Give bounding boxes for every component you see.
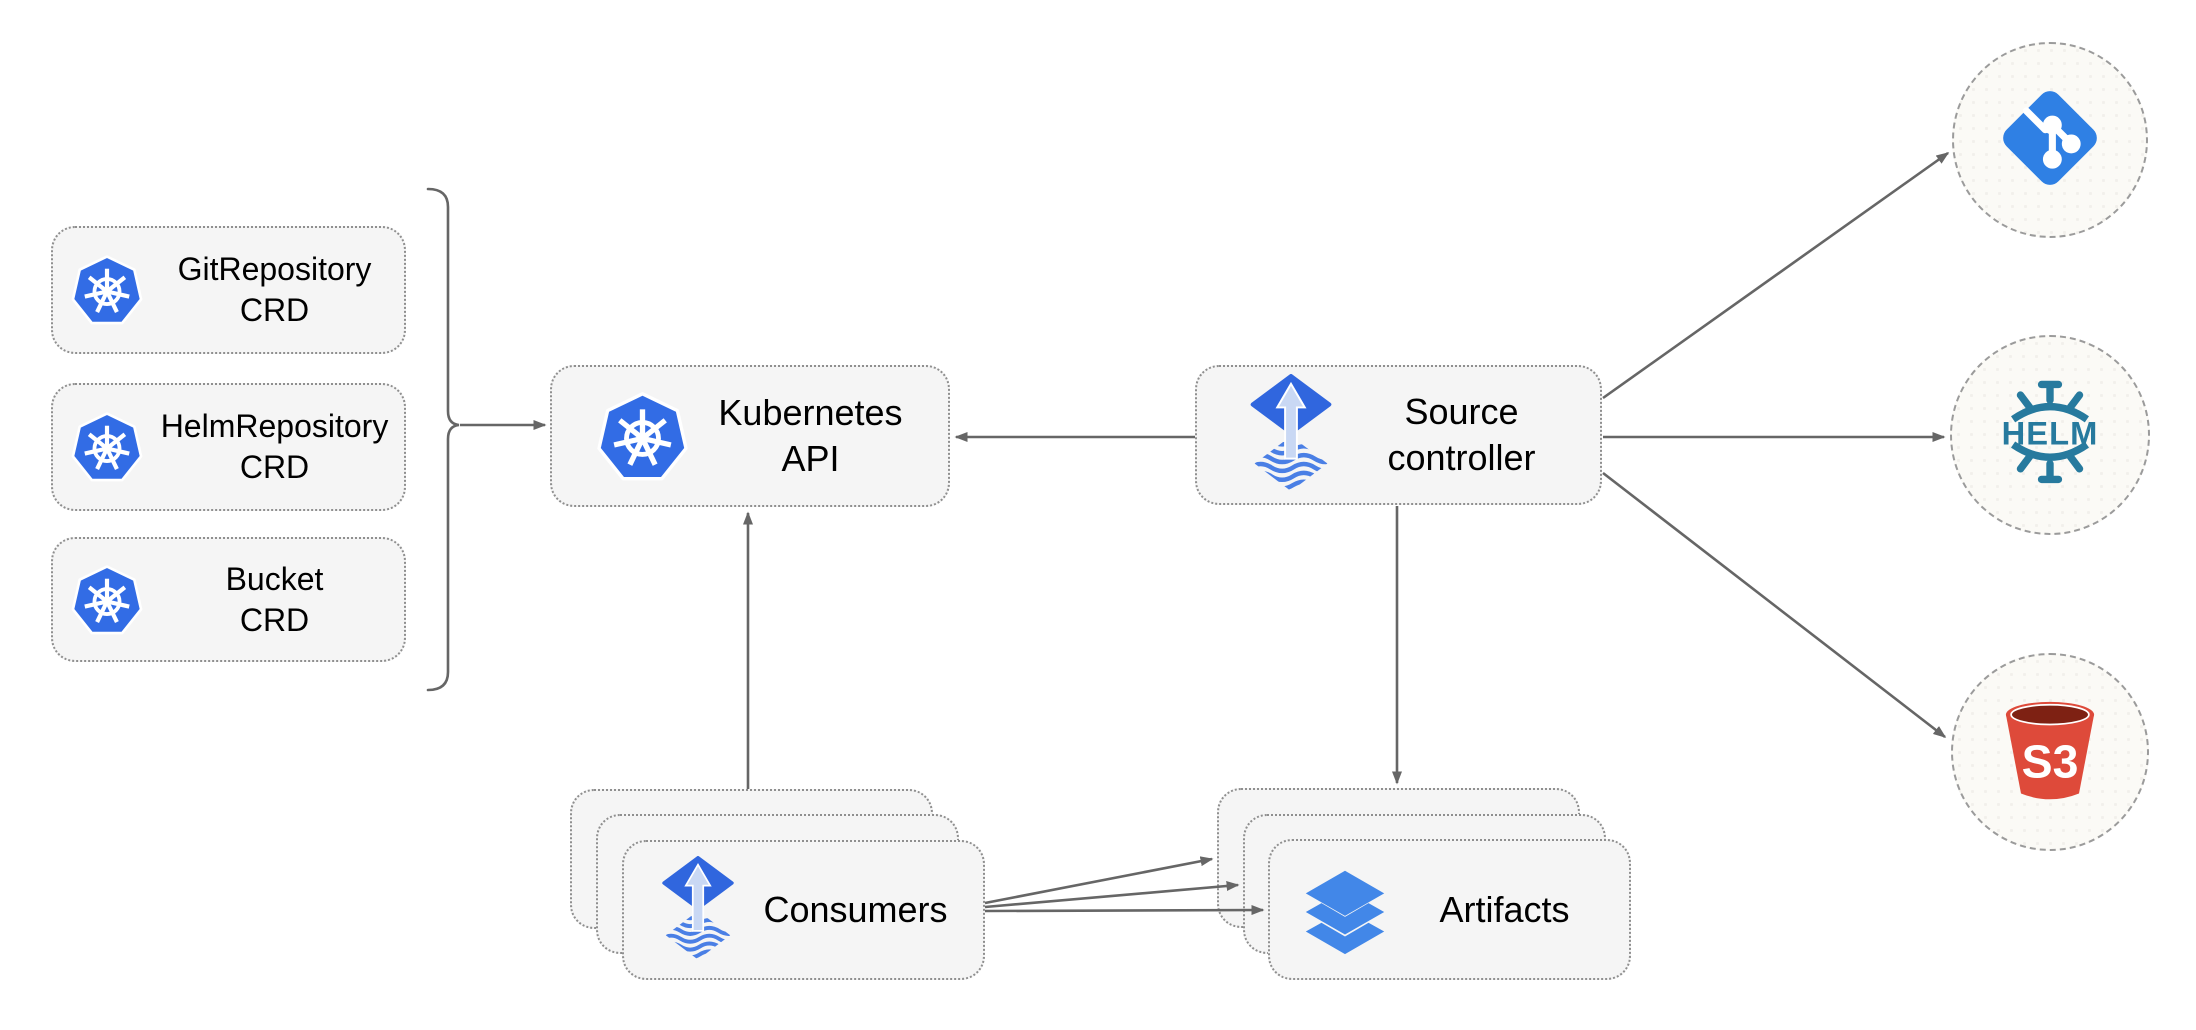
s3-icon: S3 bbox=[1992, 689, 2108, 816]
layers-icon bbox=[1296, 861, 1394, 959]
flux-icon bbox=[654, 856, 742, 964]
arrow-source-to-s3 bbox=[1602, 471, 1947, 739]
node-label: Consumers bbox=[763, 889, 948, 930]
arrow-consumers-to-artifacts-2 bbox=[984, 881, 1240, 909]
kubernetes-icon bbox=[69, 562, 145, 638]
node-label: GitRepository CRD bbox=[177, 251, 372, 328]
helm-wordmark: HELM bbox=[2002, 414, 2099, 451]
git-icon bbox=[1991, 79, 2109, 202]
node-label: Kubernetes API bbox=[718, 392, 903, 479]
kubernetes-icon bbox=[69, 409, 145, 485]
node-gitrepository-crd: GitRepository CRD bbox=[51, 226, 406, 354]
external-s3-bucket: S3 bbox=[1951, 653, 2149, 851]
node-label: Bucket CRD bbox=[225, 560, 324, 638]
kubernetes-icon bbox=[69, 252, 145, 328]
node-kubernetes-api: Kubernetes API bbox=[550, 365, 950, 507]
flux-icon bbox=[1241, 374, 1341, 496]
node-label: Artifacts bbox=[1439, 888, 1570, 930]
external-git-repository bbox=[1952, 42, 2148, 238]
node-bucket-crd: Bucket CRD bbox=[51, 537, 406, 662]
node-consumers: Consumers bbox=[622, 840, 985, 980]
external-helm-repository: HELM bbox=[1950, 335, 2150, 535]
node-label: HelmRepository CRD bbox=[160, 408, 389, 485]
arrow-consumers-to-artifacts-1 bbox=[984, 856, 1214, 905]
node-label: Source controller bbox=[1387, 391, 1536, 478]
node-artifacts: Artifacts bbox=[1268, 839, 1631, 980]
helm-icon: HELM bbox=[1980, 375, 2120, 496]
kubernetes-icon bbox=[594, 388, 691, 485]
crd-group-bracket bbox=[426, 187, 460, 692]
arrow-source-to-git bbox=[1602, 151, 1950, 400]
node-helmrepository-crd: HelmRepository CRD bbox=[51, 383, 406, 511]
node-source-controller: Source controller bbox=[1195, 365, 1602, 505]
s3-wordmark: S3 bbox=[2022, 735, 2079, 787]
